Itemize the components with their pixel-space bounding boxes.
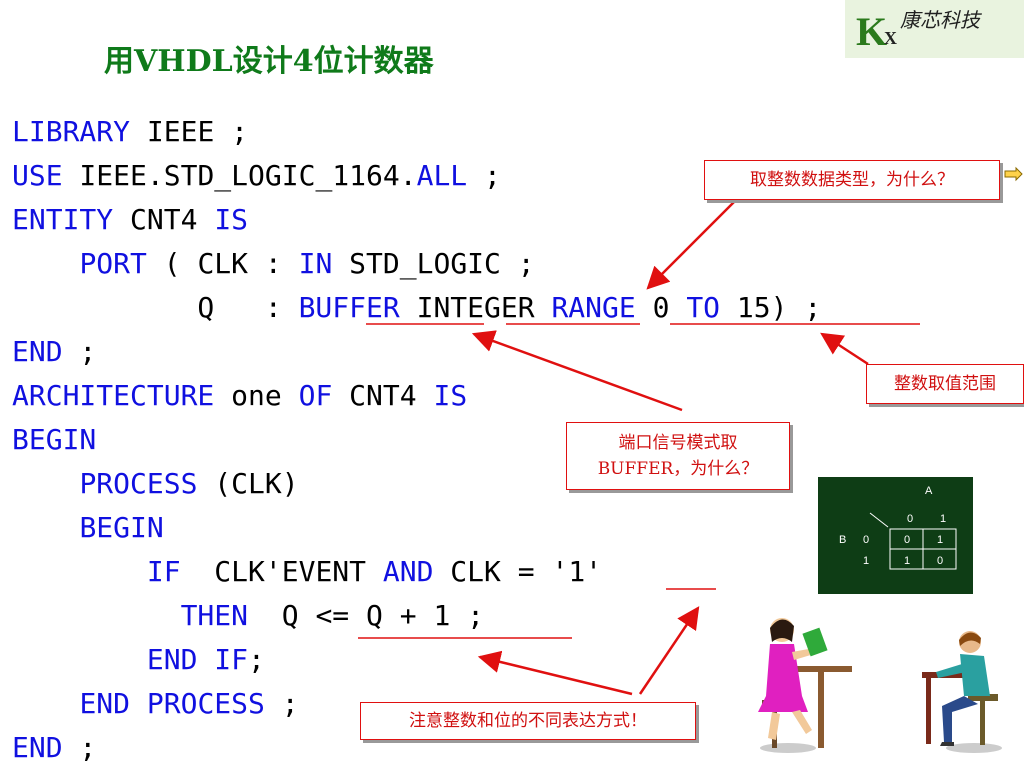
code-text: one bbox=[214, 379, 299, 412]
code-keyword: USE bbox=[12, 159, 63, 192]
note-buffer-line2: BUFFER，为什么？ bbox=[597, 459, 759, 479]
reading-woman-illustration bbox=[758, 618, 852, 753]
note-buffer: 端口信号模式取 BUFFER，为什么？ bbox=[566, 422, 790, 490]
code-text: 15) ; bbox=[720, 291, 822, 324]
kmap-cell-1-0: 1 bbox=[904, 555, 911, 567]
kmap-cell-0-1: 1 bbox=[937, 534, 944, 546]
code-text: ; bbox=[467, 159, 501, 192]
code-keyword: IS bbox=[214, 203, 249, 236]
code-line: BEGIN bbox=[12, 418, 821, 462]
note-integer-type: 取整数数据类型，为什么？ bbox=[704, 160, 1000, 200]
code-keyword: END IF bbox=[146, 643, 249, 676]
code-text: 0 bbox=[635, 291, 687, 324]
code-text: IEEE.STD_LOGIC_1164. bbox=[62, 159, 417, 192]
code-line: END ; bbox=[12, 726, 821, 770]
code-line: IF CLK'EVENT AND CLK = '1' bbox=[12, 550, 821, 594]
code-keyword: RANGE bbox=[551, 291, 636, 324]
code-text: ; bbox=[248, 643, 265, 676]
code-keyword: AND bbox=[382, 555, 434, 588]
code-text: (CLK) bbox=[197, 467, 299, 500]
arrow-to-increment bbox=[477, 650, 633, 696]
note-buffer-line1: 端口信号模式取 bbox=[618, 433, 738, 453]
code-text: INTEGER bbox=[399, 291, 552, 324]
code-keyword: PROCESS bbox=[79, 467, 198, 500]
karnaugh-map: A B 0 1 0 1 0 1 1 0 bbox=[818, 477, 973, 594]
code-text: CNT4 bbox=[113, 203, 215, 236]
code-block: LIBRARY IEEE ;USE IEEE.STD_LOGIC_1164.AL… bbox=[12, 110, 821, 770]
code-text: STD_LOGIC ; bbox=[332, 247, 535, 280]
code-keyword: THEN bbox=[180, 599, 249, 632]
arrow-to-integer bbox=[646, 199, 737, 290]
code-text: ; bbox=[62, 335, 97, 368]
code-text: ; bbox=[264, 687, 299, 720]
code-line: THEN Q <= Q + 1 ; bbox=[12, 594, 821, 638]
code-line: Q : BUFFER INTEGER RANGE 0 TO 15) ; bbox=[12, 286, 821, 330]
code-keyword: PORT bbox=[79, 247, 147, 280]
code-keyword: END bbox=[12, 335, 63, 368]
slide-title: 用VHDL设计4位计数器 bbox=[104, 44, 434, 79]
kmap-col-header-1: 1 bbox=[940, 513, 947, 525]
kmap-col-var: A bbox=[925, 485, 933, 497]
arrow-to-one bbox=[638, 606, 700, 695]
note-range: 整数取值范围 bbox=[866, 364, 1024, 404]
code-text: Q <= Q + 1 ; bbox=[248, 599, 485, 632]
kmap-grid bbox=[869, 512, 957, 570]
code-keyword: IS bbox=[433, 379, 468, 412]
code-line: USE IEEE.STD_LOGIC_1164.ALL ; bbox=[12, 154, 821, 198]
logo-letter: K bbox=[856, 9, 888, 54]
code-text: CLK'EVENT bbox=[180, 555, 383, 588]
code-keyword: BEGIN bbox=[12, 423, 97, 456]
kmap-cell-0-0: 0 bbox=[904, 534, 911, 546]
code-text: CLK = '1' bbox=[433, 555, 603, 588]
code-keyword: ALL bbox=[416, 159, 468, 192]
code-line: END PROCESS ; bbox=[12, 682, 821, 726]
code-keyword: IF bbox=[146, 555, 181, 588]
logo-background bbox=[845, 0, 1024, 58]
arrow-to-buffer bbox=[471, 330, 683, 412]
kmap-col-header-0: 0 bbox=[907, 513, 914, 525]
hand-pointer-icon bbox=[1004, 166, 1023, 182]
code-line: PROCESS (CLK) bbox=[12, 462, 821, 506]
code-keyword: BEGIN bbox=[79, 511, 164, 544]
code-keyword: TO bbox=[686, 291, 721, 324]
kmap-row-header-0: 0 bbox=[863, 534, 870, 546]
code-text: ; bbox=[62, 731, 97, 764]
code-line: LIBRARY IEEE ; bbox=[12, 110, 821, 154]
code-text: Q : bbox=[12, 291, 299, 324]
code-keyword: ENTITY bbox=[12, 203, 114, 236]
code-keyword: IN bbox=[298, 247, 333, 280]
note-integer-vs-bit: 注意整数和位的不同表达方式！ bbox=[360, 702, 696, 740]
logo-sub: X bbox=[884, 28, 897, 48]
code-line: END IF; bbox=[12, 638, 821, 682]
code-keyword: END PROCESS bbox=[79, 687, 265, 720]
code-text: IEEE ; bbox=[130, 115, 249, 148]
kmap-row-var: B bbox=[839, 534, 847, 546]
arrow-to-range bbox=[820, 332, 869, 366]
code-keyword: BUFFER bbox=[298, 291, 400, 324]
code-line: BEGIN bbox=[12, 506, 821, 550]
code-keyword: END bbox=[12, 731, 63, 764]
kmap-cell-1-1: 0 bbox=[937, 555, 944, 567]
code-text: CNT4 bbox=[332, 379, 434, 412]
code-keyword: ARCHITECTURE bbox=[12, 379, 215, 412]
code-line: PORT ( CLK : IN STD_LOGIC ; bbox=[12, 242, 821, 286]
kmap-row-header-1: 1 bbox=[863, 555, 870, 567]
logo-company: 康芯科技 bbox=[900, 8, 980, 32]
code-line: END ; bbox=[12, 330, 821, 374]
code-text: ( CLK : bbox=[146, 247, 299, 280]
code-line: ARCHITECTURE one OF CNT4 IS bbox=[12, 374, 821, 418]
code-keyword: OF bbox=[298, 379, 333, 412]
code-line: ENTITY CNT4 IS bbox=[12, 198, 821, 242]
writing-man-illustration bbox=[922, 631, 1002, 753]
code-keyword: LIBRARY bbox=[12, 115, 131, 148]
